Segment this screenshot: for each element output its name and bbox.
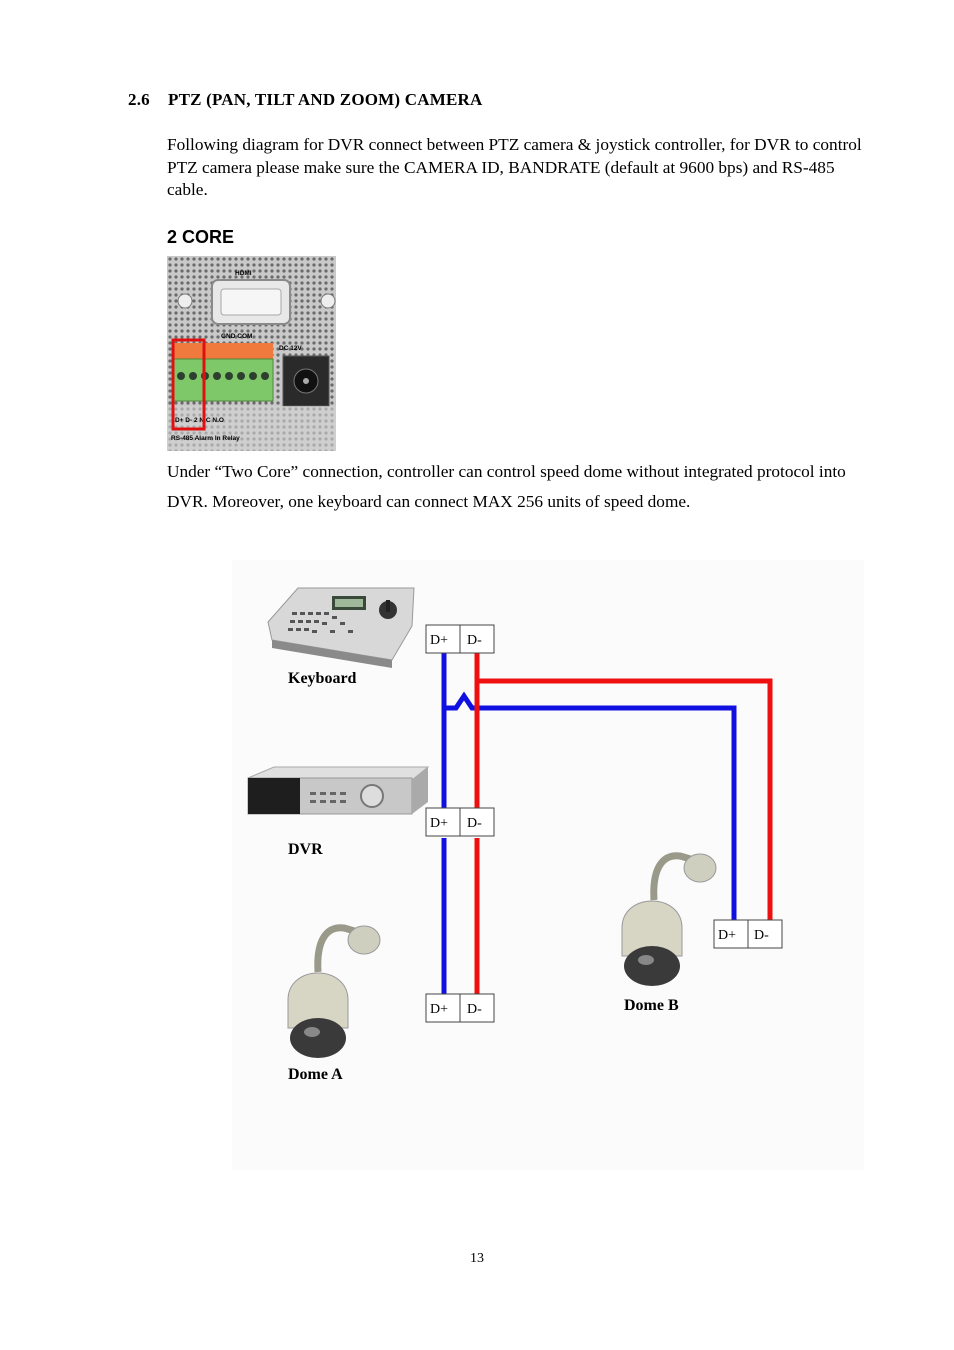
dome-a-d-minus: D- — [467, 1002, 482, 1017]
dvr-device — [247, 766, 430, 815]
dome-a-camera — [287, 924, 381, 1058]
dome-b-d-minus: D- — [754, 928, 769, 943]
intro-paragraph: Following diagram for DVR connect betwee… — [167, 135, 862, 199]
two-core-paragraph: Under “Two Core” connection, controller … — [167, 462, 846, 511]
dome-b-label: Dome B — [624, 997, 679, 1014]
dvr-terminal: D+ D- — [425, 807, 495, 837]
dome-a-label: Dome A — [288, 1066, 343, 1083]
connector-photo: HDMI GND COM DC 12V D+ D- 2 N.C N.O RS-4… — [167, 256, 336, 451]
wire-d-plus — [441, 653, 737, 994]
dome-b-d-plus: D+ — [718, 928, 736, 943]
page-number: 13 — [470, 1251, 484, 1266]
dvr-label: DVR — [288, 841, 323, 858]
dvr-d-plus: D+ — [430, 816, 448, 831]
dc-12v-label: DC 12V — [279, 345, 302, 352]
wire-d-minus — [474, 653, 773, 994]
dome-a-d-plus: D+ — [430, 1002, 448, 1017]
bottom-labels: RS-485 Alarm In Relay — [171, 435, 240, 442]
keyboard-d-minus: D- — [467, 633, 482, 648]
keyboard-d-plus: D+ — [430, 633, 448, 648]
gnd-com-label: GND COM — [221, 333, 252, 340]
section-number: 2.6 — [128, 90, 150, 109]
wiring-diagram: Keyboard DVR Dome A Dome B — [232, 560, 864, 1170]
keyboard-label: Keyboard — [288, 670, 357, 687]
rs485-highlight-box — [171, 338, 206, 431]
hdmi-label: HDMI — [235, 270, 252, 277]
dome-a-terminal: D+ D- — [425, 993, 495, 1023]
dome-b-terminal: D+ D- — [713, 919, 783, 949]
dome-b-camera — [621, 852, 717, 986]
section-heading: 2.6 PTZ (PAN, TILT AND ZOOM) CAMERA — [128, 90, 482, 110]
keyboard-terminal: D+ D- — [425, 624, 495, 654]
subheading-2-core: 2 CORE — [167, 227, 235, 247]
pin-labels: D+ D- 2 N.C N.O — [175, 417, 224, 424]
section-title: PTZ (PAN, TILT AND ZOOM) CAMERA — [168, 90, 483, 109]
keyboard-device — [267, 587, 415, 668]
dvr-d-minus: D- — [467, 816, 482, 831]
